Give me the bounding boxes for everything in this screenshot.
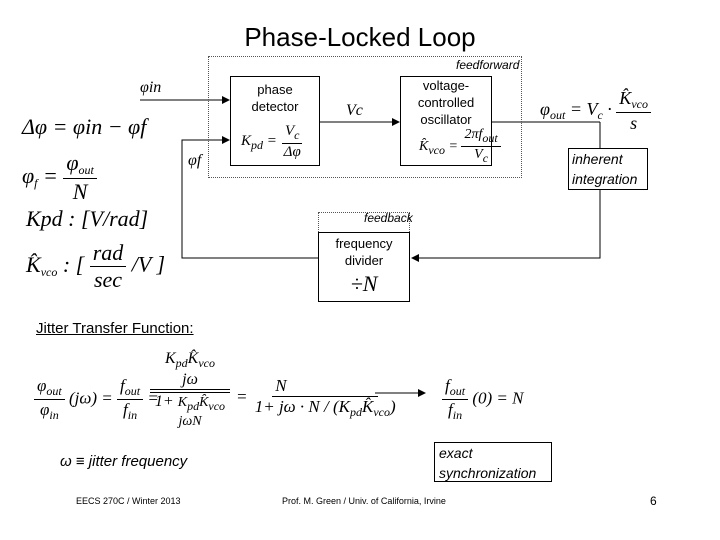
page-number: 6 [650, 494, 657, 508]
phase-detector-label: phase detector [251, 82, 299, 114]
slide-title: Phase-Locked Loop [244, 22, 476, 52]
exact-sync-note: exact synchronization [434, 442, 552, 482]
vc-label: Vc [346, 102, 363, 119]
inherent-integration-note: inherent integration [568, 148, 648, 190]
transfer-function-middle: KpdK̂vco jω 1+ KpdK̂vco jωN [150, 350, 230, 430]
divider-symbol: ÷N [350, 271, 378, 296]
omega-definition: ω ≡ jitter frequency [60, 453, 188, 470]
kpd-units: Kpd : [V/rad] [26, 206, 149, 231]
vco-label: voltage-controlled oscillator [417, 78, 475, 127]
divider-block: frequency divider ÷N [318, 232, 410, 302]
footer-author: Prof. M. Green / Univ. of California, Ir… [282, 496, 446, 506]
feedback-label: feedback [364, 211, 413, 225]
phi-f-label: φf [188, 152, 202, 169]
jitter-tf-heading: Jitter Transfer Function: [36, 320, 194, 337]
divider-label: frequency divider [335, 236, 393, 268]
phi-in-label: φin [140, 79, 162, 96]
footer-course: EECS 270C / Winter 2013 [76, 496, 181, 506]
feedforward-region [208, 56, 522, 178]
delta-phi-equation: Δφ = φin − φf [22, 114, 147, 139]
phi-f-wire [181, 136, 318, 259]
vco-block: voltage-controlled oscillator K̂vco = 2π… [400, 76, 501, 166]
feedforward-label: feedforward [456, 58, 520, 72]
